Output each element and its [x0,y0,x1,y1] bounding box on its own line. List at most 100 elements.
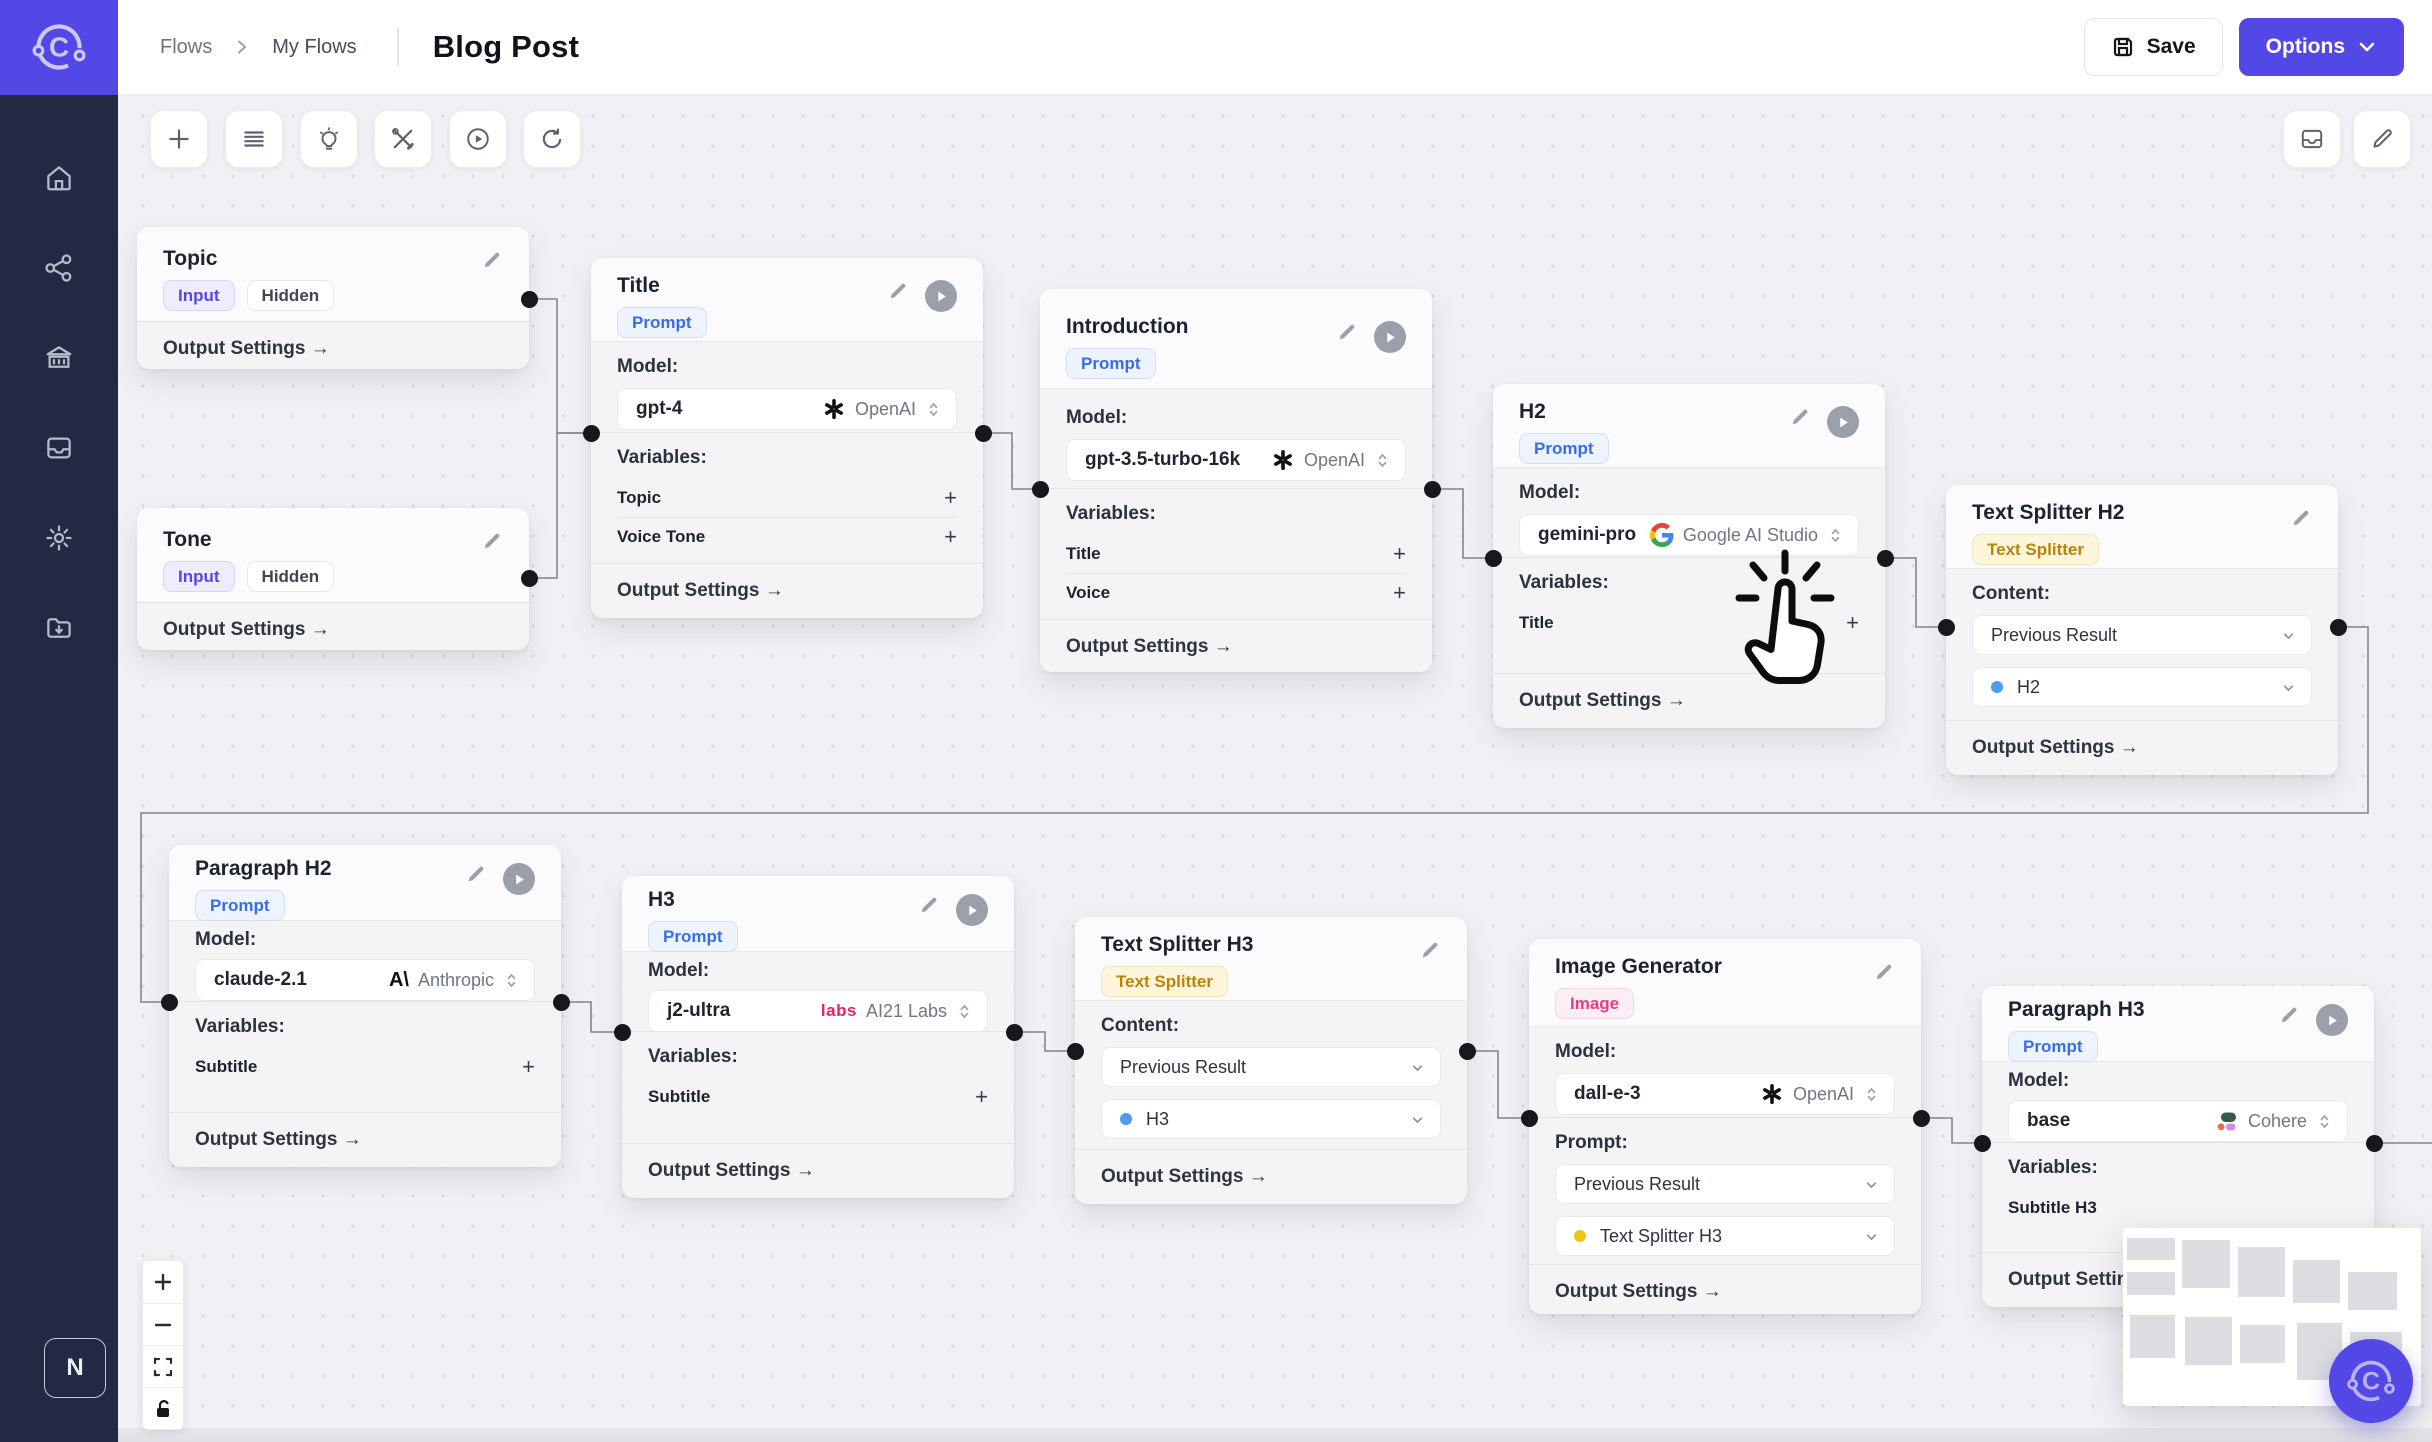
output-settings-link[interactable]: Output Settings → [622,1143,1014,1198]
sidebar-item-flows[interactable] [0,240,118,296]
node-title-prompt[interactable]: Title Prompt Model: gpt-4 OpenAI [591,258,983,618]
fit-view-button[interactable] [143,1345,183,1387]
save-button[interactable]: Save [2083,18,2223,76]
add-variable-icon[interactable]: + [1393,579,1406,605]
zoom-in-button[interactable] [143,1261,183,1303]
connector-handle[interactable] [1031,480,1049,498]
edit-node-icon[interactable] [1335,321,1358,344]
edit-node-icon[interactable] [480,249,503,272]
content-source-dropdown[interactable]: Previous Result [1972,615,2312,655]
add-variable-icon[interactable]: + [944,523,957,549]
variable-row[interactable]: Subtitle H3 [2008,1189,2348,1227]
run-node-icon[interactable] [2316,1004,2348,1036]
connector-handle[interactable] [1458,1042,1476,1060]
keyboard-shortcut-badge[interactable]: N [44,1338,106,1398]
output-settings-link[interactable]: Output Settings → [137,321,529,369]
edit-node-icon[interactable] [2289,507,2312,530]
connector-handle[interactable] [974,424,992,442]
edit-node-icon[interactable] [917,894,940,917]
run-node-icon[interactable] [925,280,957,312]
prompt-ref-dropdown[interactable]: Text Splitter H3 [1555,1216,1895,1256]
edit-node-icon[interactable] [886,280,909,303]
model-select[interactable]: gpt-3.5-turbo-16k OpenAI [1066,439,1406,481]
node-list-button[interactable] [225,110,283,168]
run-node-icon[interactable] [956,894,988,926]
variable-row[interactable]: Title+ [1066,535,1406,573]
variable-row[interactable]: Voice Tone+ [617,517,957,555]
output-settings-link[interactable]: Output Settings → [1040,619,1432,672]
connector-handle[interactable] [520,290,538,308]
content-ref-dropdown[interactable]: H2 [1972,667,2312,707]
add-node-button[interactable] [150,110,208,168]
add-variable-icon[interactable]: + [1846,610,1859,635]
model-select[interactable]: gpt-4 OpenAI [617,388,957,430]
results-inbox-button[interactable] [2283,110,2341,168]
lock-canvas-button[interactable] [143,1387,183,1429]
node-paragraph-h2[interactable]: Paragraph H2 Prompt Model: claude-2.1 A\… [169,845,561,1167]
connector-handle[interactable] [552,993,570,1011]
refresh-button[interactable] [523,110,581,168]
node-introduction[interactable]: Introduction Prompt Model: gpt-3.5-turbo… [1040,289,1432,672]
node-tone[interactable]: Tone Input Hidden Output Settings → [137,508,529,650]
connector-handle[interactable] [1973,1134,1991,1152]
output-settings-link[interactable]: Output Settings → [1075,1149,1467,1204]
model-select[interactable]: claude-2.1 A\ Anthropic [195,959,535,1001]
model-select[interactable]: dall-e-3 OpenAI [1555,1073,1895,1115]
variable-row[interactable]: Voice+ [1066,573,1406,611]
output-settings-link[interactable]: Output Settings → [1529,1264,1921,1314]
model-select[interactable]: gemini-pro Google AI Studio [1519,514,1859,556]
connector-handle[interactable] [2329,618,2347,636]
variable-row[interactable]: Subtitle+ [195,1048,535,1086]
sidebar-item-exports[interactable] [0,600,118,656]
run-node-icon[interactable] [1827,406,1859,438]
node-text-splitter-h3[interactable]: Text Splitter H3 Text Splitter Content: … [1075,917,1467,1204]
edit-node-icon[interactable] [2277,1004,2300,1027]
run-node-icon[interactable] [503,863,535,895]
node-image-generator[interactable]: Image Generator Image Model: dall-e-3 Op… [1529,939,1921,1314]
output-settings-link[interactable]: Output Settings → [1946,720,2338,775]
add-variable-icon[interactable]: + [1393,541,1406,566]
connector-handle[interactable] [613,1023,631,1041]
connector-handle[interactable] [1005,1023,1023,1041]
breadcrumb-flows[interactable]: Flows [160,35,213,58]
content-source-dropdown[interactable]: Previous Result [1101,1047,1441,1087]
content-ref-dropdown[interactable]: H3 [1101,1099,1441,1139]
connector-handle[interactable] [520,569,538,587]
run-node-icon[interactable] [1374,321,1406,353]
tools-button[interactable] [374,110,432,168]
output-settings-link[interactable]: Output Settings → [591,563,983,618]
edit-node-icon[interactable] [464,863,487,886]
output-settings-link[interactable]: Output Settings → [169,1112,561,1167]
connector-handle[interactable] [1066,1042,1084,1060]
connector-handle[interactable] [1423,480,1441,498]
connector-handle[interactable] [1520,1109,1538,1127]
run-flow-button[interactable] [449,110,507,168]
connector-handle[interactable] [2365,1134,2383,1152]
ideas-button[interactable] [300,110,358,168]
sidebar-item-inbox[interactable] [0,420,118,476]
sidebar-item-home[interactable] [0,150,118,206]
output-settings-link[interactable]: Output Settings → [137,602,529,650]
add-variable-icon[interactable]: + [944,485,957,510]
help-brand-button[interactable]: C [2329,1339,2413,1423]
edit-node-icon[interactable] [1872,961,1895,984]
node-h2[interactable]: H2 Prompt Model: gemini-pro G [1493,384,1885,728]
prompt-source-dropdown[interactable]: Previous Result [1555,1164,1895,1204]
model-select[interactable]: base Cohere [2008,1100,2348,1142]
variable-row[interactable]: Topic+ [617,479,957,517]
connector-handle[interactable] [1484,549,1502,567]
options-button[interactable]: Options [2238,18,2404,76]
app-logo[interactable]: C [0,0,118,95]
edit-mode-button[interactable] [2353,110,2411,168]
edit-node-icon[interactable] [480,530,503,553]
variable-row[interactable]: Title+ [1519,604,1859,642]
model-select[interactable]: j2-ultra labs AI21 Labs [648,990,988,1032]
node-topic[interactable]: Topic Input Hidden Output Settings → [137,227,529,369]
connector-handle[interactable] [1912,1109,1930,1127]
node-text-splitter-h2[interactable]: Text Splitter H2 Text Splitter Content: … [1946,485,2338,775]
zoom-out-button[interactable] [143,1303,183,1345]
add-variable-icon[interactable]: + [522,1054,535,1079]
sidebar-item-settings[interactable] [0,510,118,566]
connector-handle[interactable] [160,993,178,1011]
connector-handle[interactable] [1937,618,1955,636]
